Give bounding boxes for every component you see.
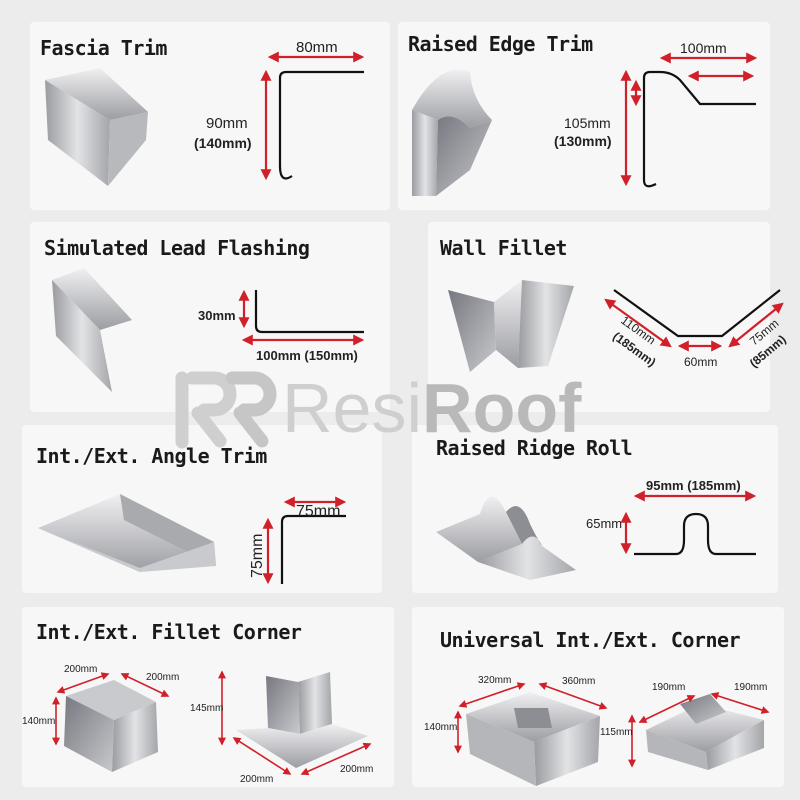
wall-fillet-product-image	[448, 280, 574, 372]
fascia-trim-product-image	[45, 68, 148, 186]
raised-edge-trim-width-label: 100mm	[680, 40, 727, 56]
title-simulated-lead-flashing: Simulated Lead Flashing	[44, 236, 310, 260]
ridge-roll-product-image	[436, 496, 576, 580]
ridge-roll-dimensions	[620, 490, 757, 555]
raised-edge-trim-profile	[642, 70, 756, 188]
ridge-roll-width-label: 95mm (185mm)	[646, 478, 741, 493]
universal-corner-internal-image	[466, 692, 600, 786]
universal-corner-external-right-label: 190mm	[734, 682, 767, 693]
angle-trim-dimensions	[262, 496, 347, 585]
lead-flashing-product-image	[52, 268, 132, 392]
fillet-corner-internal-image	[64, 680, 158, 772]
universal-corner-dimensions	[454, 682, 770, 768]
lead-flashing-profile	[254, 290, 364, 334]
title-fillet-corner: Int./Ext. Fillet Corner	[36, 620, 302, 644]
title-ridge-roll: Raised Ridge Roll	[436, 436, 633, 460]
lead-flashing-dimensions	[238, 289, 365, 346]
angle-trim-product-image	[38, 494, 216, 572]
wall-fillet-base-label: 60mm	[684, 355, 717, 369]
universal-corner-internal-height-label: 140mm	[424, 722, 457, 733]
fillet-corner-external-height-label: 145mm	[190, 703, 223, 714]
fillet-corner-external-right-label: 200mm	[340, 764, 373, 775]
fillet-corner-dimensions	[52, 670, 372, 776]
fillet-corner-external-left-label: 200mm	[240, 774, 273, 785]
fascia-trim-height-label: 90mm	[206, 115, 248, 132]
lead-flashing-height-label: 30mm	[198, 308, 236, 323]
title-universal-corner: Universal Int./Ext. Corner	[440, 628, 741, 652]
panel-ridge-roll	[412, 425, 778, 593]
angle-trim-height-label: 75mm	[249, 534, 266, 578]
fillet-corner-internal-right-label: 200mm	[146, 672, 179, 683]
universal-corner-external-height-label: 115mm	[600, 727, 633, 738]
ridge-roll-profile	[634, 512, 756, 556]
fascia-trim-dimensions	[260, 51, 365, 181]
fillet-corner-internal-left-label: 200mm	[64, 664, 97, 675]
title-fascia-trim: Fascia Trim	[40, 36, 167, 60]
raised-edge-trim-height-label: 105mm	[564, 115, 611, 131]
title-raised-edge-trim: Raised Edge Trim	[408, 32, 593, 56]
angle-trim-profile	[280, 514, 346, 584]
fillet-corner-internal-height-label: 140mm	[22, 716, 55, 727]
fascia-trim-height-alt-label: (140mm)	[194, 135, 252, 151]
angle-trim-width-label: 75mm	[296, 503, 340, 520]
lead-flashing-width-label: 100mm (150mm)	[256, 348, 358, 363]
universal-corner-internal-left-label: 320mm	[478, 675, 511, 686]
title-wall-fillet: Wall Fillet	[440, 236, 567, 260]
universal-corner-external-left-label: 190mm	[652, 682, 685, 693]
raised-edge-trim-product-image	[412, 69, 492, 196]
ridge-roll-height-label: 65mm	[586, 516, 622, 531]
raised-edge-trim-height-alt-label: (130mm)	[554, 133, 612, 149]
raised-edge-trim-dimensions	[620, 52, 758, 187]
fascia-trim-profile	[278, 70, 364, 180]
fascia-trim-width-label: 80mm	[296, 39, 338, 56]
universal-corner-internal-right-label: 360mm	[562, 676, 595, 687]
wall-fillet-dimensions	[604, 298, 784, 352]
